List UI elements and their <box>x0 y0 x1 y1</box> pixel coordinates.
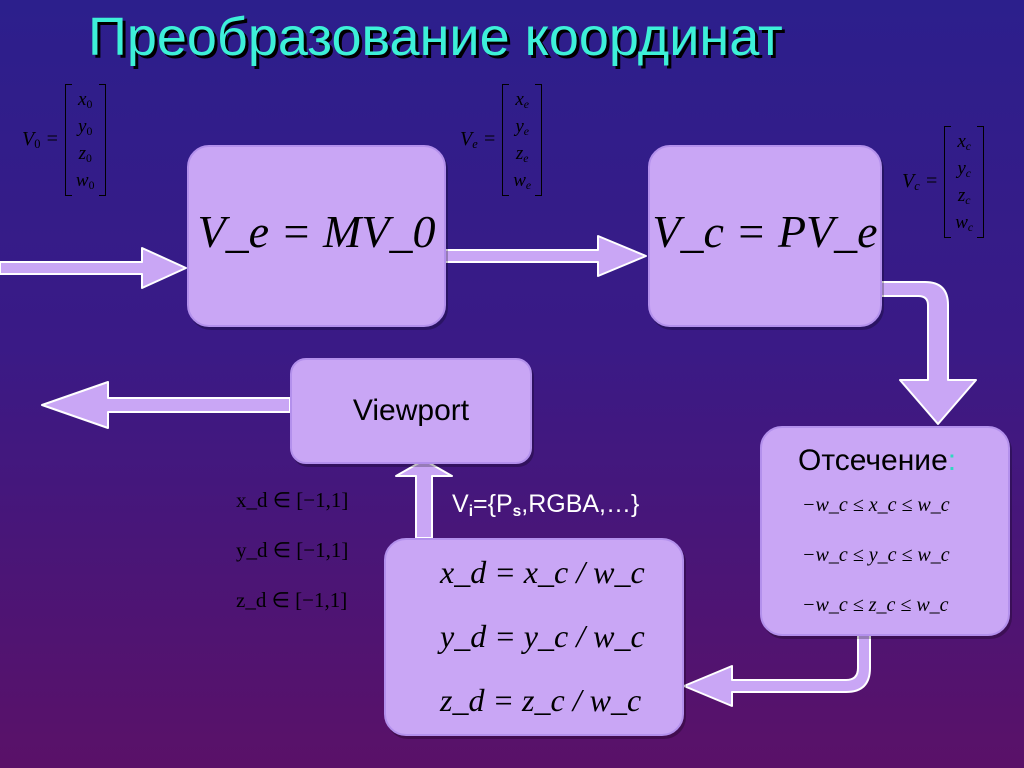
v0-vector: V0 = x0 y0 z0 w0 <box>22 84 106 196</box>
arrow-ve-to-vc <box>443 235 647 277</box>
clip-ineq-x: −w_c ≤ x_c ≤ w_c <box>802 494 950 516</box>
projection-box: V_c = PV_e <box>648 145 882 327</box>
range-x: x_d ∈ [−1,1] <box>236 488 349 512</box>
vc-matrix: xc yc zc wc <box>944 126 985 238</box>
modelview-formula: V_e = MV_0 <box>197 206 436 257</box>
vc-label: Vc = <box>902 169 939 194</box>
vertex-attrs-label: Vi={Ps,RGBA,…} <box>452 490 640 520</box>
range-z: z_d ∈ [−1,1] <box>236 588 348 612</box>
ndc-box: x_d = x_c / w_c y_d = y_c / w_c z_d = z_… <box>384 538 684 736</box>
projection-formula: V_c = PV_e <box>652 206 878 257</box>
ndc-x: x_d = x_c / w_c <box>440 554 645 590</box>
viewport-box: Viewport <box>290 358 532 464</box>
arrow-output <box>41 381 291 429</box>
arrow-vc-to-clip <box>879 281 977 425</box>
clipping-colon: : <box>947 444 957 477</box>
clip-ineq-z: −w_c ≤ z_c ≤ w_c <box>802 594 949 616</box>
clipping-box: Отсечение: −w_c ≤ x_c ≤ w_c −w_c ≤ y_c ≤… <box>760 426 1010 636</box>
v0-matrix: x0 y0 z0 w0 <box>64 84 106 196</box>
arrow-input <box>0 247 187 289</box>
v0-label: V0 = <box>22 127 59 152</box>
clip-ineq-y: −w_c ≤ y_c ≤ w_c <box>802 544 950 566</box>
arrow-clip-to-ndc <box>683 633 871 707</box>
ve-label: Ve = <box>460 127 497 152</box>
vc-vector: Vc = xc yc zc wc <box>902 126 985 238</box>
ndc-z: z_d = z_c / w_c <box>440 682 642 718</box>
range-y: y_d ∈ [−1,1] <box>236 538 349 562</box>
modelview-box: V_e = MV_0 <box>187 145 446 327</box>
ndc-y: y_d = y_c / w_c <box>440 618 645 654</box>
ve-vector: Ve = xe ye ze we <box>460 84 543 196</box>
ve-matrix: xe ye ze we <box>502 84 543 196</box>
arrow-ndc-to-viewport <box>395 459 453 539</box>
clipping-label: Отсечение: <box>798 444 957 477</box>
viewport-label: Viewport <box>352 394 470 427</box>
slide-title: Преобразование координат <box>88 7 783 67</box>
